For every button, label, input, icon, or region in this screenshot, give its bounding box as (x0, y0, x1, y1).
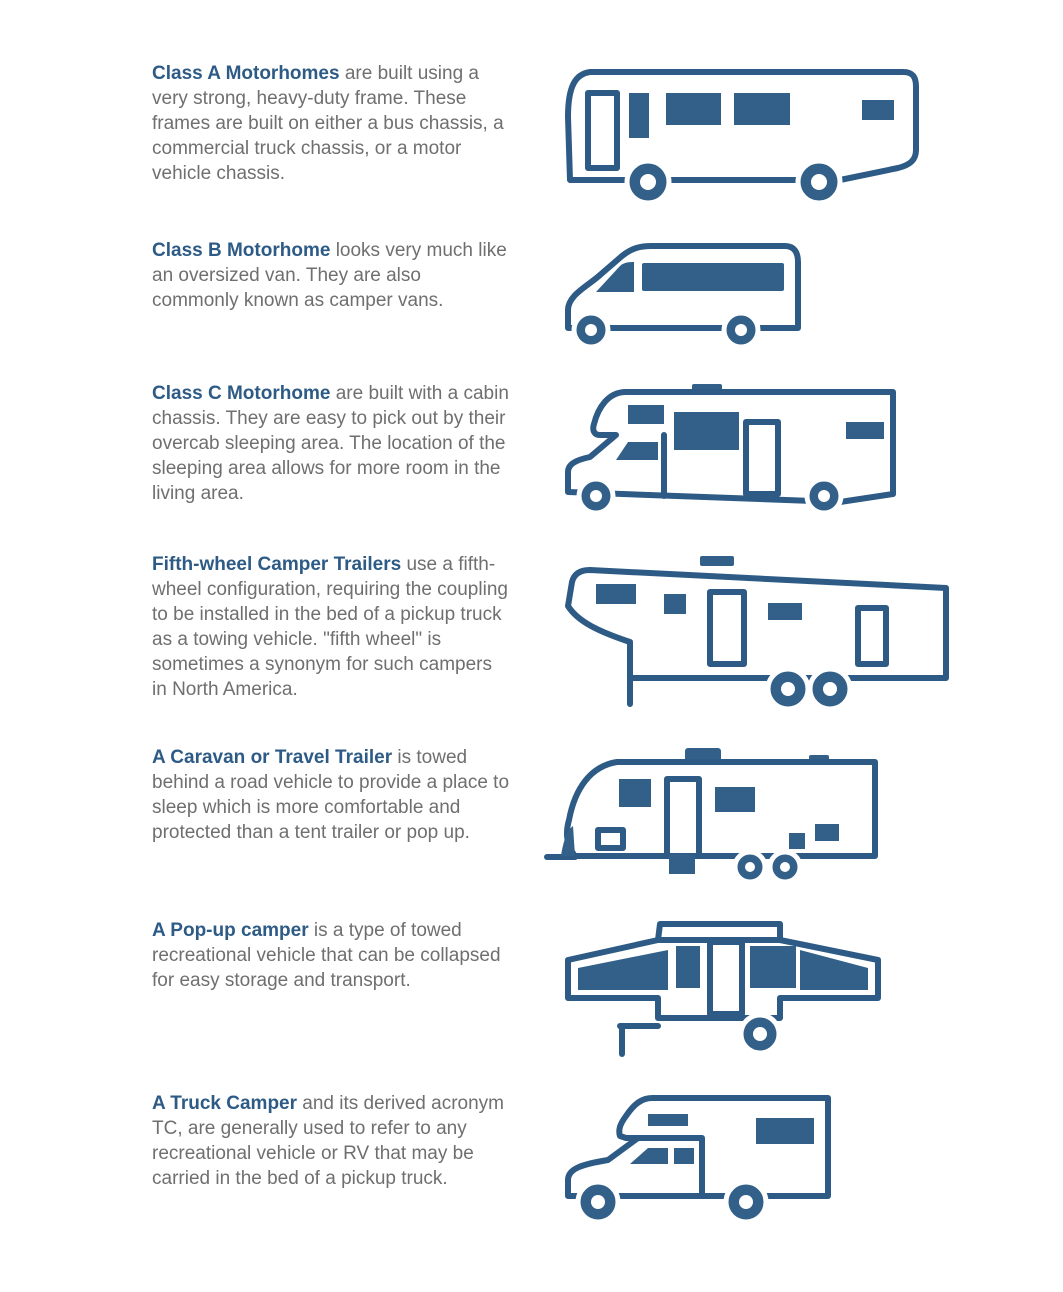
class-c-motorhome-icon (560, 380, 905, 525)
entry-term: Fifth-wheel Camper Trailers (152, 554, 402, 575)
entry-text: A Truck Camper and its derived acronym T… (152, 1091, 512, 1191)
pop-up-camper-icon (560, 920, 890, 1060)
truck-camper-icon (560, 1090, 840, 1230)
travel-trailer-icon (544, 746, 885, 886)
entry-term: Class C Motorhome (152, 383, 331, 404)
entry-text: Class B Motorhome looks very much like a… (152, 238, 512, 313)
fifth-wheel-trailer-icon (560, 552, 955, 712)
entry-description: looks very much like an oversized van. T… (152, 240, 507, 311)
entry-term: A Pop-up camper (152, 920, 309, 941)
entry-description: is a type of towed recreational vehicle … (152, 920, 501, 991)
entry-term: Class A Motorhomes (152, 63, 340, 84)
entry-description: use a fifth-wheel configuration, requiri… (152, 554, 508, 700)
entry-term: Class B Motorhome (152, 240, 331, 261)
entry-text: Fifth-wheel Camper Trailers use a fifth-… (152, 552, 512, 702)
class-a-motorhome-icon (560, 62, 930, 212)
entry-term: A Caravan or Travel Trailer (152, 747, 393, 768)
entry-description: are built using a very strong, heavy-dut… (152, 63, 504, 184)
entry-term: A Truck Camper (152, 1093, 298, 1114)
entry-description: and its derived acronym TC, are generall… (152, 1093, 505, 1189)
entry-text: A Pop-up camper is a type of towed recre… (152, 918, 512, 993)
entry-text: A Caravan or Travel Trailer is towed beh… (152, 745, 512, 845)
entry-text: Class C Motorhome are built with a cabin… (152, 381, 512, 506)
class-b-motorhome-icon (560, 240, 810, 350)
entry-text: Class A Motorhomes are built using a ver… (152, 61, 512, 186)
entry-description: is towed behind a road vehicle to provid… (152, 747, 510, 843)
entry-description: are built with a cabin chassis. They are… (152, 383, 509, 504)
